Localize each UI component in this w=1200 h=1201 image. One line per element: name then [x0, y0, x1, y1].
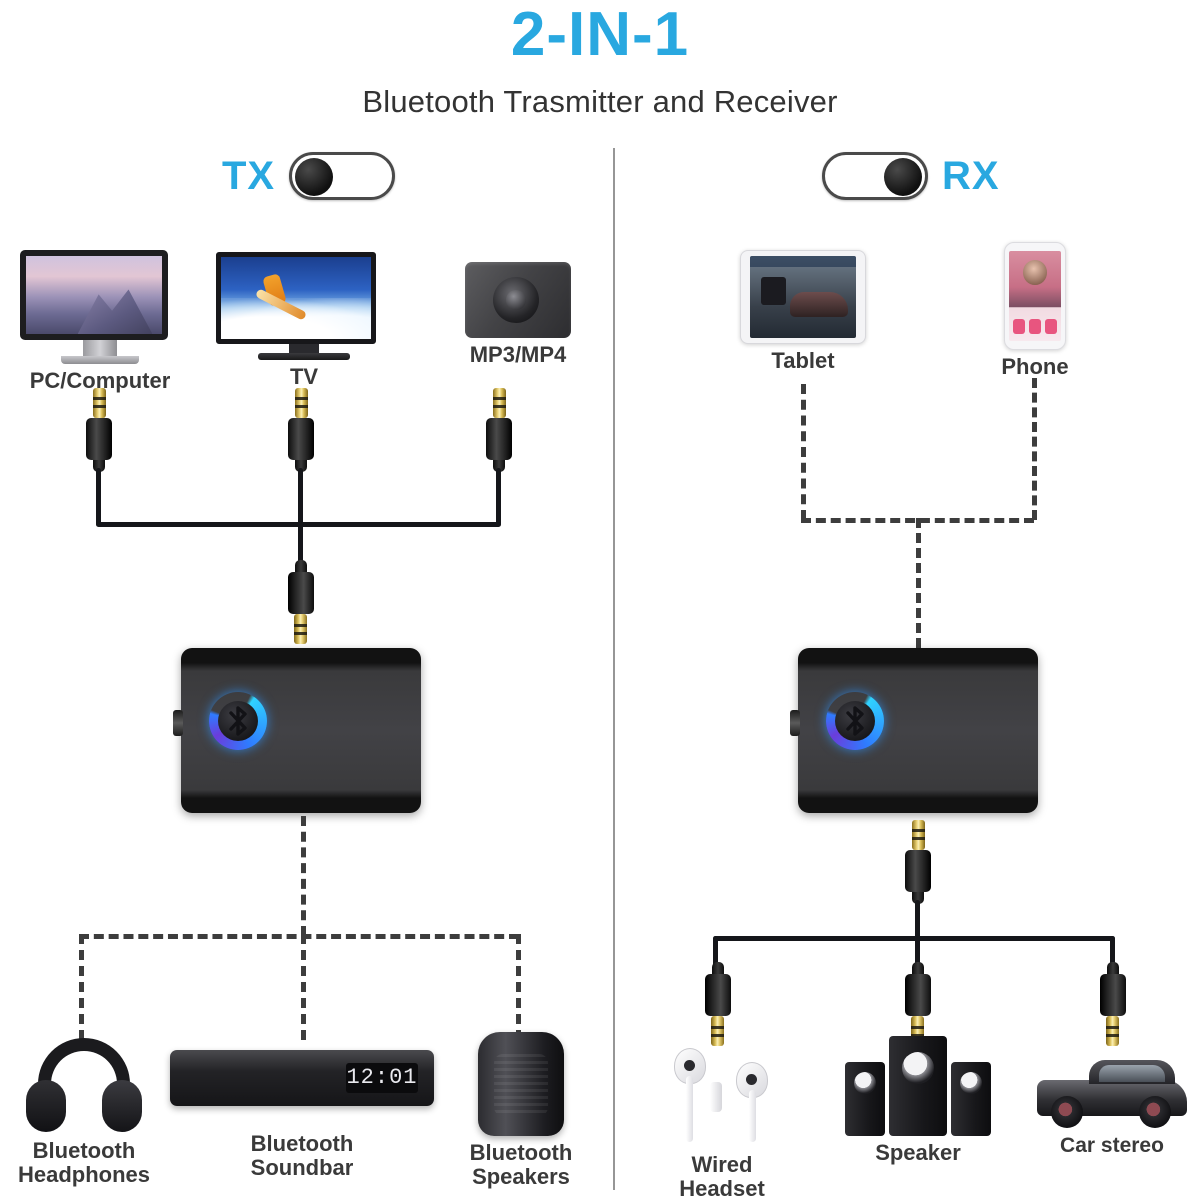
rx-source-phone-label: Phone	[1001, 354, 1069, 379]
rx-toggle-switch[interactable]	[822, 152, 928, 200]
tx-plug-mp3	[486, 388, 512, 472]
phone-icon	[1004, 242, 1066, 350]
tx-source-mp3-label: MP3/MP4	[469, 342, 567, 367]
tx-plug-tv	[288, 388, 314, 472]
tx-source-tv-label: TV	[289, 364, 319, 389]
tx-output-soundbar: 12:01 Bluetooth Soundbar	[168, 1050, 436, 1180]
tx-toggle-knob	[295, 158, 334, 196]
rx-plug-car	[1100, 962, 1126, 1046]
rx-dash-phone	[1032, 378, 1037, 520]
rx-output-headset: Wired Headset	[646, 1042, 798, 1201]
tx-mode-row: TX	[222, 152, 396, 200]
tx-wire-drop	[298, 522, 303, 568]
tx-dash-headphones	[79, 934, 84, 1040]
tx-output-speakers-label: Bluetooth Speakers	[469, 1140, 573, 1189]
rx-dash-tablet	[801, 384, 806, 520]
rx-plug-adapter	[905, 820, 931, 904]
rx-output-speaker-label: Speaker	[875, 1140, 961, 1165]
tx-adapter-side-button[interactable]	[173, 710, 183, 736]
rx-plug-headset	[705, 962, 731, 1046]
earbuds-icon	[670, 1042, 774, 1148]
tx-dash-soundbar	[301, 934, 306, 1040]
soundbar-display: 12:01	[346, 1063, 418, 1093]
rx-output-car-label: Car stereo	[1060, 1134, 1164, 1157]
rx-plug-speaker	[905, 962, 931, 1046]
tx-label: TX	[222, 153, 276, 198]
rx-label: RX	[942, 153, 1000, 198]
rx-wire-car	[1110, 936, 1115, 970]
rx-source-phone: Phone	[955, 242, 1115, 379]
rx-output-car: Car stereo	[1034, 1058, 1190, 1158]
rx-toggle-knob	[884, 158, 922, 196]
rx-source-tablet: Tablet	[722, 250, 884, 373]
tx-source-tv: TV	[216, 252, 392, 389]
tx-wire-mp3	[496, 468, 501, 526]
tx-output-speakers: Bluetooth Speakers	[445, 1032, 597, 1189]
bluetooth-speaker-icon	[478, 1032, 564, 1136]
tx-output-headphones: Bluetooth Headphones	[8, 1038, 160, 1187]
speaker-system-icon	[845, 1036, 991, 1136]
bluetooth-icon	[209, 692, 267, 750]
tx-output-headphones-label: Bluetooth Headphones	[17, 1138, 151, 1187]
rx-adapter-side-button[interactable]	[790, 710, 800, 736]
page-title: 2-IN-1	[510, 0, 690, 69]
tx-toggle-switch[interactable]	[289, 152, 396, 200]
rx-wire-speaker	[915, 936, 920, 970]
tx-source-pc-label: PC/Computer	[29, 368, 171, 393]
rx-wire-headset	[713, 936, 718, 970]
soundbar-icon: 12:01	[170, 1050, 434, 1106]
rx-adapter-device[interactable]	[790, 648, 1038, 813]
rx-wire-drop	[915, 900, 920, 940]
monitor-icon	[20, 250, 180, 364]
tx-source-mp3: MP3/MP4	[438, 262, 598, 367]
rx-output-headset-label: Wired Headset	[679, 1152, 765, 1201]
rx-dash-drop	[916, 518, 921, 648]
car-icon	[1037, 1058, 1187, 1130]
tv-icon	[216, 252, 392, 360]
tablet-icon	[740, 250, 866, 344]
tx-dash-bus	[79, 934, 519, 939]
tx-wire-pc	[96, 468, 101, 526]
tx-plug-pc	[86, 388, 112, 472]
mp3-player-icon	[465, 262, 571, 338]
tx-plug-adapter	[288, 560, 314, 644]
rx-wire-bus	[713, 936, 1115, 941]
rx-source-tablet-label: Tablet	[771, 348, 835, 373]
tx-source-pc: PC/Computer	[20, 250, 180, 393]
tx-adapter-device[interactable]	[173, 648, 421, 813]
bluetooth-icon	[826, 692, 884, 750]
rx-mode-row: RX	[822, 152, 1000, 200]
tx-output-soundbar-label: Bluetooth Soundbar	[250, 1131, 354, 1180]
tx-wire-tv	[298, 468, 303, 526]
headphones-icon	[26, 1038, 142, 1134]
tx-dash-speakers	[516, 934, 521, 1040]
tx-dash-drop	[301, 816, 306, 936]
section-divider	[613, 148, 615, 1190]
page-subtitle: Bluetooth Trasmitter and Receiver	[362, 84, 838, 119]
rx-output-speaker: Speaker	[842, 1036, 994, 1165]
